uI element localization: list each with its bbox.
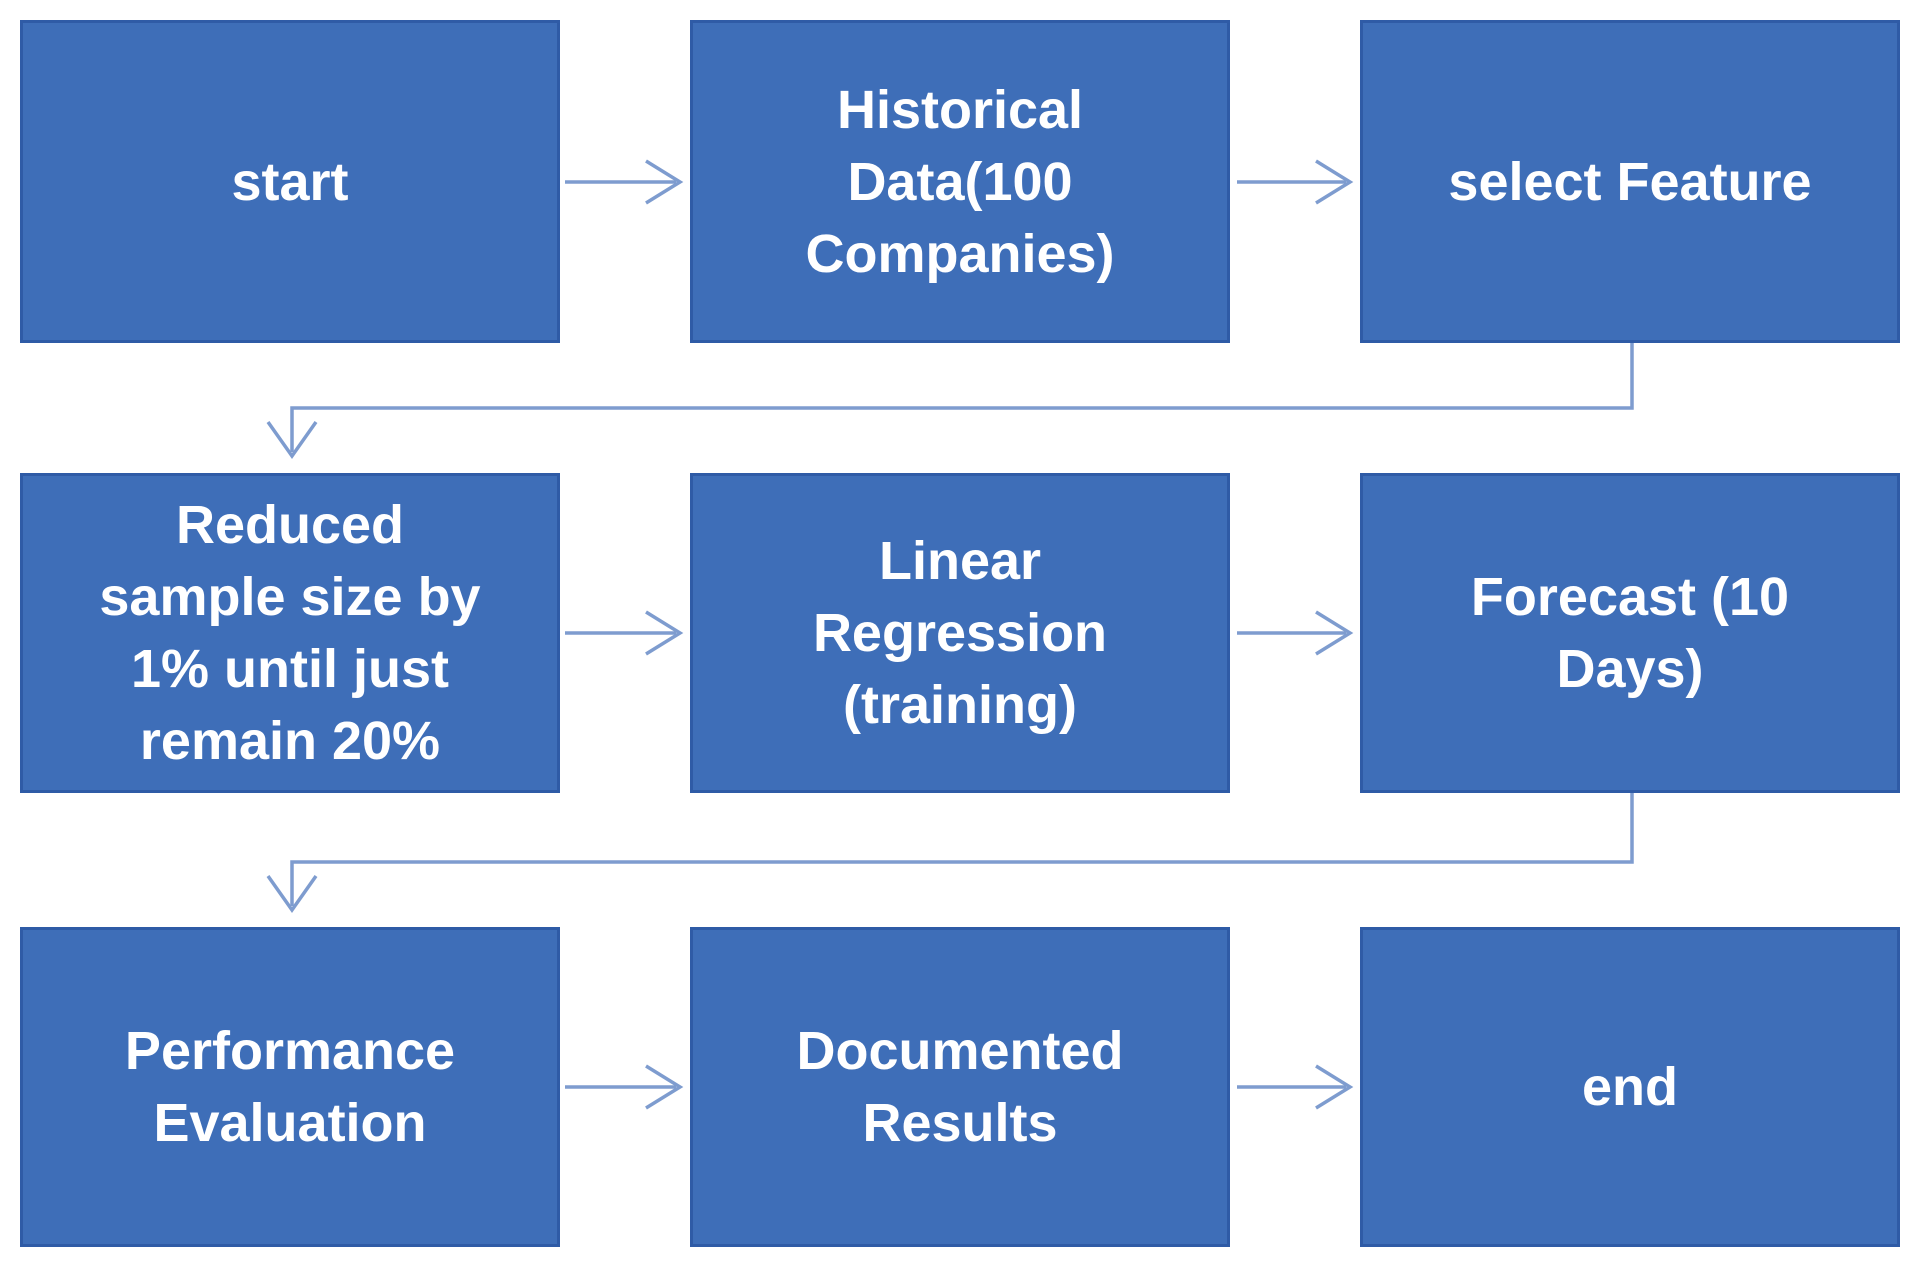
edge-forecast-to-performance-evaluation — [266, 793, 1634, 914]
node-end: end — [1360, 927, 1900, 1247]
node-performance-evaluation: Performance Evaluation — [20, 927, 560, 1247]
node-linear-regression: Linear Regression (training) — [690, 473, 1230, 793]
node-performance-evaluation-label: Performance Evaluation — [124, 1021, 456, 1153]
edge-linear-regression-to-forecast — [1237, 610, 1354, 656]
node-documented-results-label: Documented Results — [796, 1021, 1124, 1153]
edge-historical-data-to-select-feature — [1237, 159, 1354, 205]
node-start: start — [20, 20, 560, 343]
node-select-feature: select Feature — [1360, 20, 1900, 343]
edge-select-feature-to-reduced-sample — [266, 343, 1634, 460]
edge-reduced-sample-to-linear-regression — [565, 610, 684, 656]
node-historical-data: Historical Data(100 Companies) — [690, 20, 1230, 343]
node-forecast: Forecast (10 Days) — [1360, 473, 1900, 793]
node-documented-results: Documented Results — [690, 927, 1230, 1247]
node-historical-data-label: Historical Data(100 Companies) — [805, 79, 1115, 284]
edge-start-to-historical-data — [565, 159, 684, 205]
node-reduced-sample-label: Reduced sample size by 1% until just rem… — [99, 495, 481, 771]
node-start-label: start — [231, 151, 349, 212]
node-forecast-label: Forecast (10 Days) — [1470, 567, 1790, 699]
node-select-feature-label: select Feature — [1448, 151, 1812, 212]
node-reduced-sample: Reduced sample size by 1% until just rem… — [20, 473, 560, 793]
edge-documented-results-to-end — [1237, 1064, 1354, 1110]
node-end-label: end — [1581, 1057, 1678, 1117]
node-linear-regression-label: Linear Regression (training) — [812, 531, 1108, 735]
edge-performance-evaluation-to-documented-results — [565, 1064, 684, 1110]
